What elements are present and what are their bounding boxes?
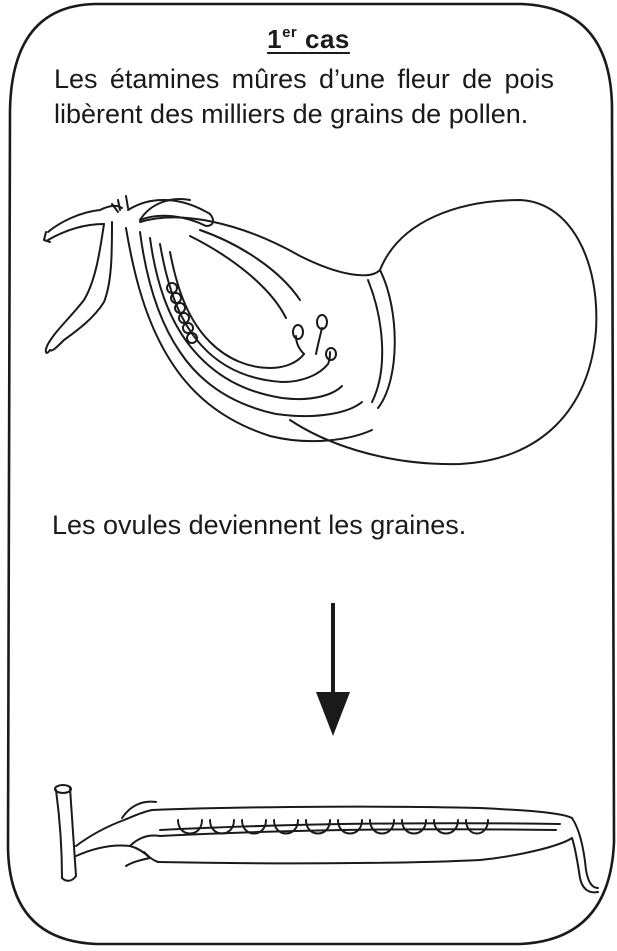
info-card: 1er cas Les étamines mûres d’une fleur d…	[0, 0, 617, 951]
pea-pod-with-seeds-illustration	[0, 0, 617, 951]
